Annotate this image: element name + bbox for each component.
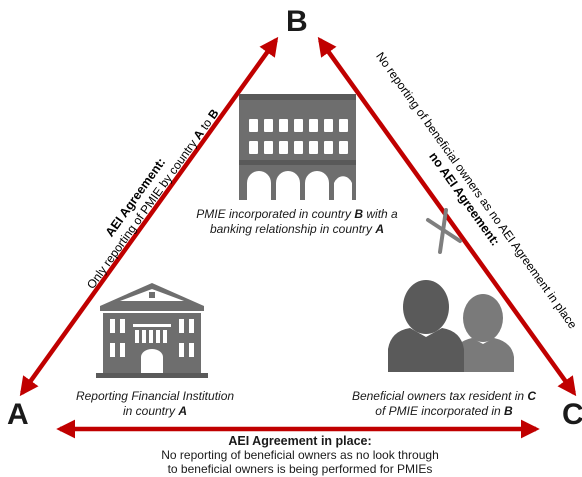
bottom-edge-line-1: No reporting of beneficial owners as no … bbox=[161, 448, 439, 462]
bottom-edge-title: AEI Agreement in place: bbox=[228, 434, 372, 448]
bottom-edge-line-2: to beneficial owners is being performed … bbox=[167, 462, 433, 476]
arrow-a-b bbox=[19, 36, 279, 397]
financial-institution-building-icon bbox=[96, 283, 208, 378]
pmie-caption: PMIE incorporated in country B with a ba… bbox=[196, 207, 398, 236]
rfi-caption: Reporting Financial Institution in count… bbox=[75, 389, 235, 418]
node-label-a: A bbox=[7, 398, 29, 431]
beneficial-owners-icon bbox=[388, 280, 514, 372]
node-label-c: C bbox=[562, 398, 582, 431]
pmie-building-icon bbox=[239, 94, 356, 200]
owners-caption: Beneficial owners tax resident in C of P… bbox=[351, 389, 537, 418]
node-label-b: B bbox=[286, 5, 308, 38]
bottom-edge-label: AEI Agreement in place: No reporting of … bbox=[100, 434, 500, 476]
cross-icon bbox=[426, 208, 462, 254]
